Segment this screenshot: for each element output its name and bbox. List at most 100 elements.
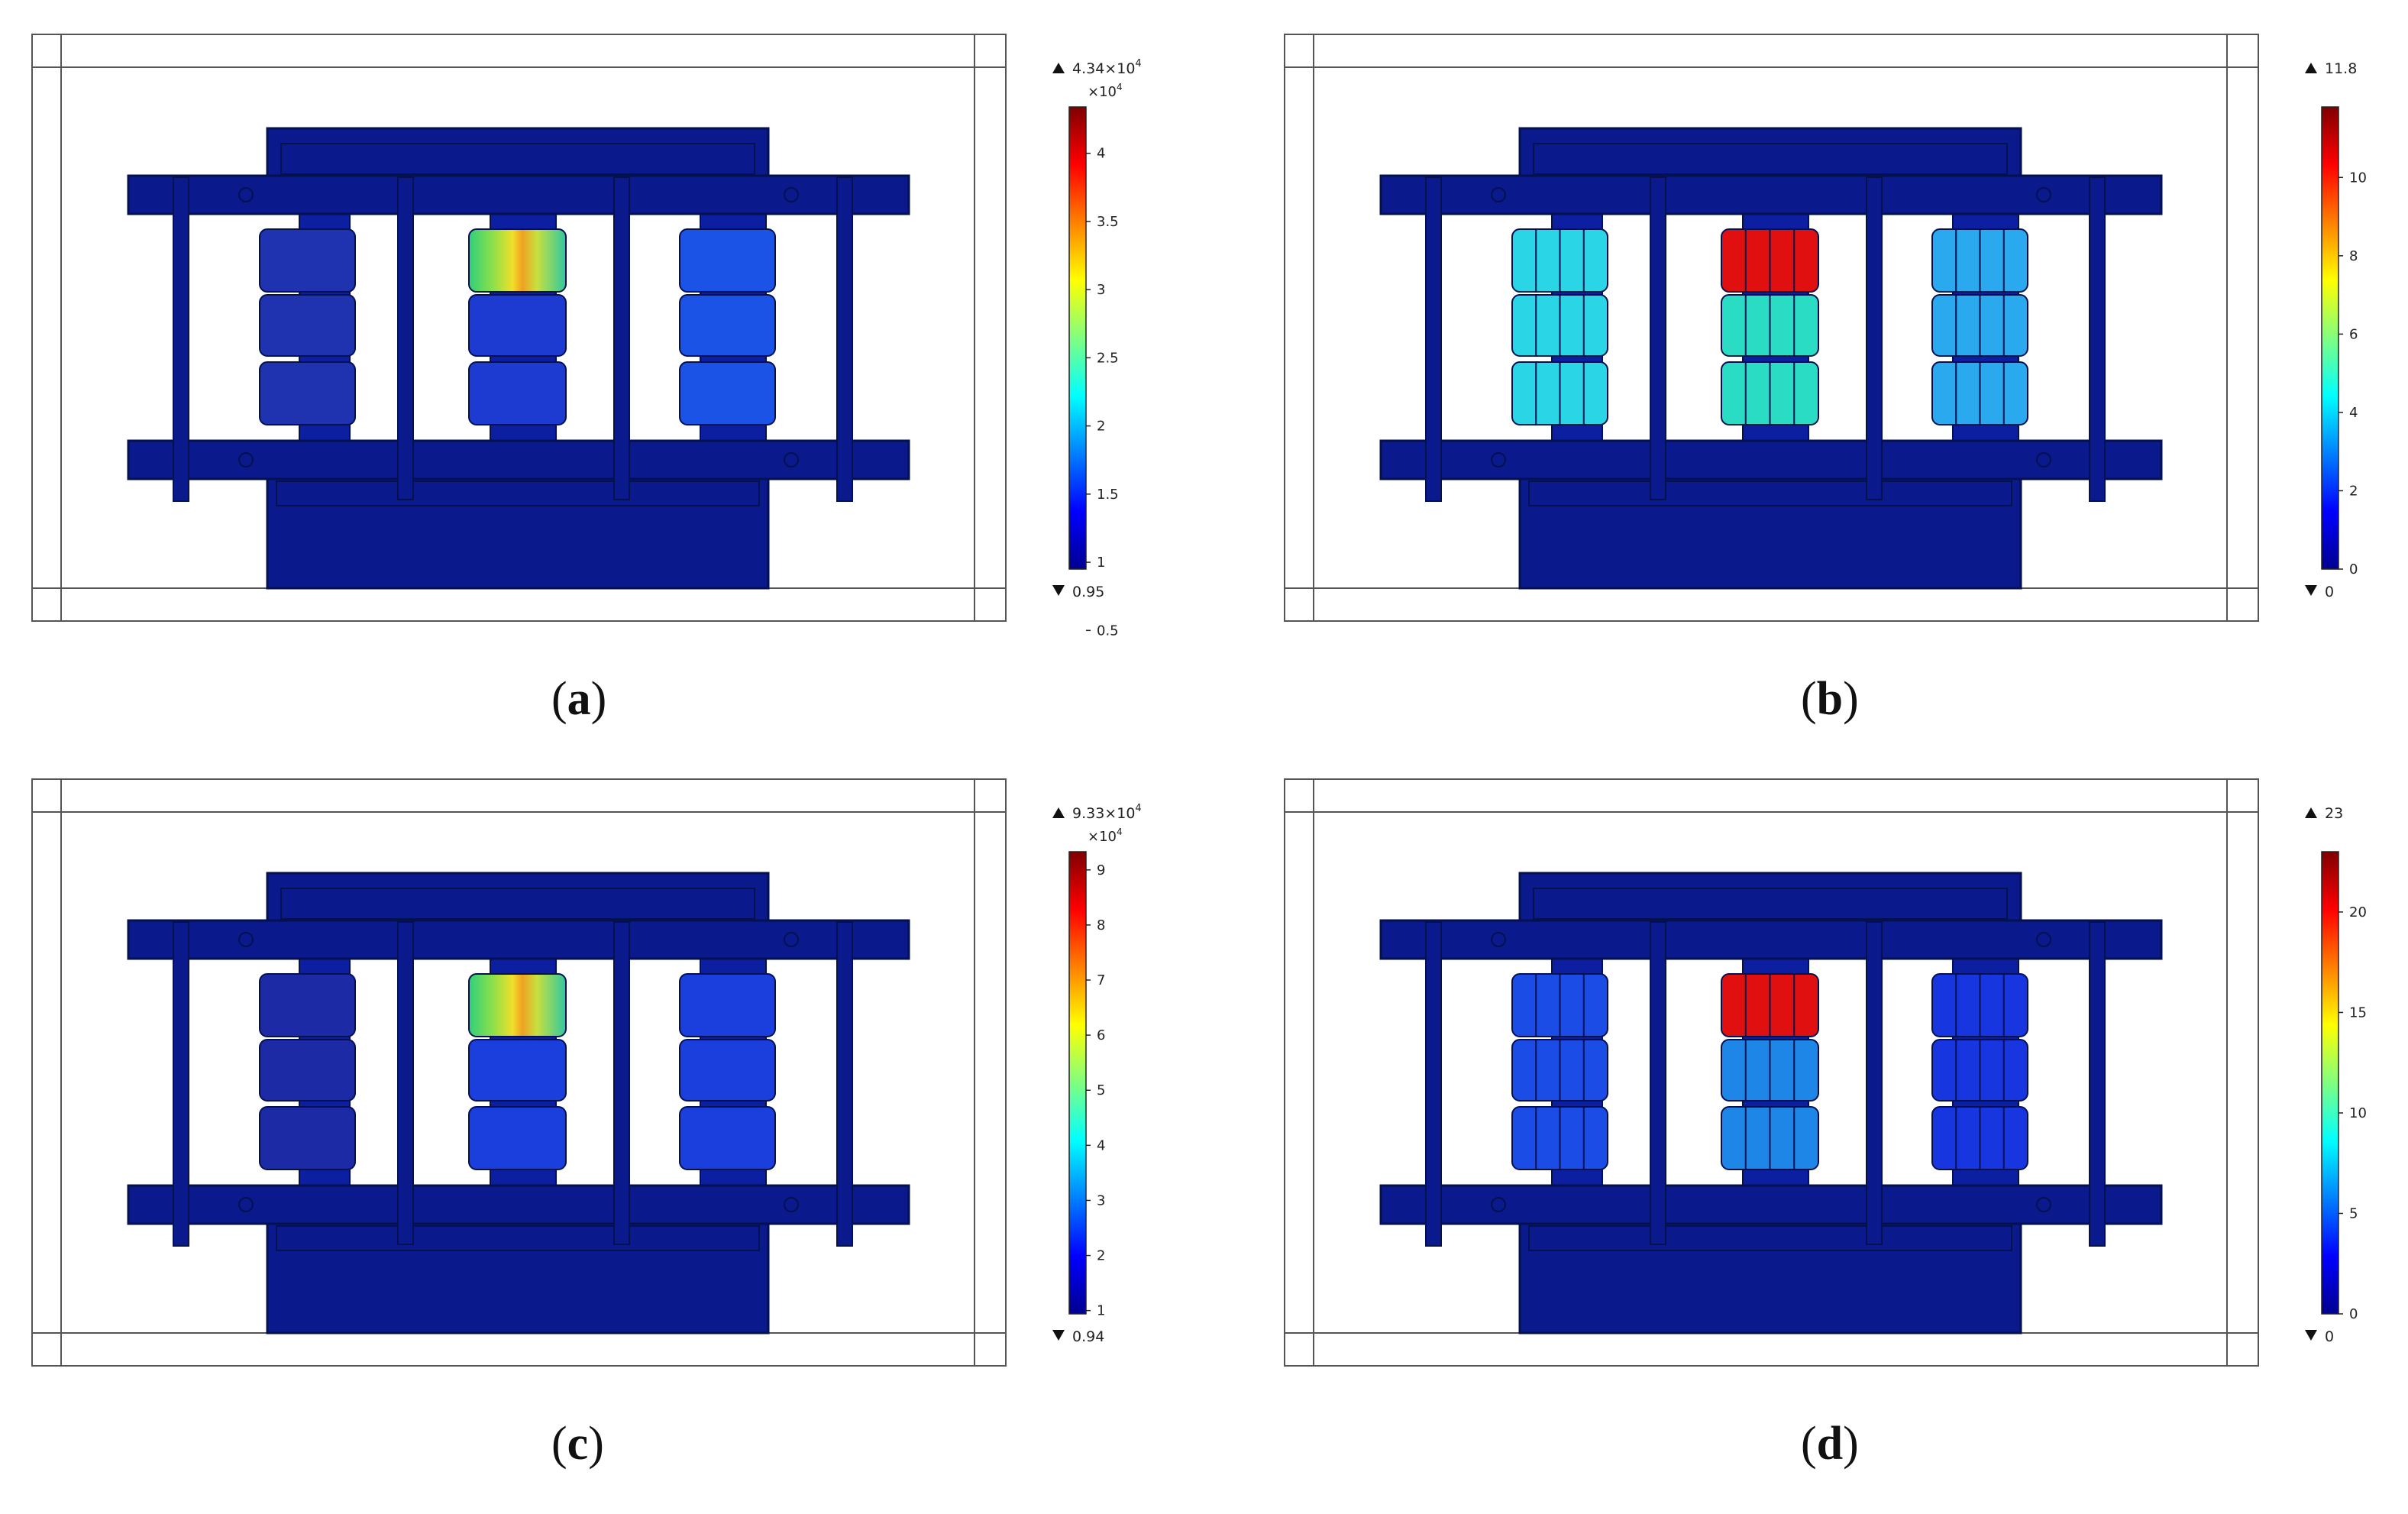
bolt-hole xyxy=(238,932,254,947)
bolt-hole xyxy=(238,1197,254,1212)
colorbar-tick-label: 20 xyxy=(2349,904,2367,920)
min-label: 0 xyxy=(2325,584,2334,600)
coil-disc xyxy=(468,294,567,357)
colorbar xyxy=(1068,851,1087,1315)
min-label: 0 xyxy=(2325,1328,2334,1345)
tie-rod xyxy=(397,921,414,1245)
min-marker-icon xyxy=(2305,1330,2317,1341)
bottom-core xyxy=(266,1221,770,1334)
bolt-hole xyxy=(784,187,799,202)
top-core-inner xyxy=(1533,888,2008,920)
colorbar-tick-label: 2 xyxy=(1097,1248,1105,1264)
bottom-core-inner xyxy=(1528,1225,2012,1251)
min-label: 0.95 xyxy=(1072,584,1104,600)
coil-disc xyxy=(259,361,356,425)
coil-disc xyxy=(259,228,356,293)
coil-disc xyxy=(259,294,356,357)
tie-rod xyxy=(2089,921,2106,1247)
top-core-inner xyxy=(280,888,755,920)
bolt-hole xyxy=(2036,187,2051,202)
multiplier-exponent: 4 xyxy=(1117,827,1123,837)
bolt-hole xyxy=(1491,187,1506,202)
top-core xyxy=(1518,872,2022,925)
max-label: 4.34×104 xyxy=(1072,58,1142,77)
min-marker-icon xyxy=(1052,585,1065,596)
colorbar-tick-label: 2.5 xyxy=(1097,350,1119,366)
max-label: 11.8 xyxy=(2325,60,2357,77)
outer-frame xyxy=(1284,778,2259,1367)
colorbar-tick-label: 4 xyxy=(1097,146,1105,162)
outer-frame xyxy=(1284,34,2259,622)
top-core-inner xyxy=(1533,143,2008,175)
colorbar-tick-label: 0.5 xyxy=(1097,623,1119,639)
min-marker-icon xyxy=(1052,1330,1065,1341)
bolt-hole xyxy=(1491,452,1506,467)
max-marker-icon xyxy=(1052,63,1065,73)
lower-clamp xyxy=(1379,439,2163,480)
coil-disc xyxy=(259,1106,356,1170)
colorbar-tick-label: 7 xyxy=(1097,972,1105,988)
caption-a: (a) xyxy=(551,673,607,725)
multiplier-exponent: 4 xyxy=(1117,82,1123,92)
coil-disc xyxy=(468,1039,567,1102)
bolt-hole xyxy=(238,452,254,467)
tie-rod xyxy=(1425,176,1442,502)
colorbar-tick-label: 4 xyxy=(1097,1137,1105,1153)
colorbar xyxy=(2321,851,2339,1315)
outer-frame xyxy=(31,34,1007,622)
colorbar-tick-label: 10 xyxy=(2349,1105,2367,1121)
tie-rod xyxy=(613,176,630,500)
coil-disc xyxy=(679,361,776,425)
upper-clamp xyxy=(1379,174,2163,215)
bolt-hole xyxy=(784,932,799,947)
coil-disc xyxy=(259,1039,356,1102)
bottom-core xyxy=(1518,476,2022,590)
coil-disc xyxy=(468,1106,567,1170)
colorbar-tick-label: 2 xyxy=(2349,483,2358,499)
coil-disc xyxy=(468,228,567,293)
tie-rod xyxy=(2089,176,2106,502)
coil-disc xyxy=(679,1106,776,1170)
colorbar-tick-label: 3.5 xyxy=(1097,214,1119,230)
tie-rod xyxy=(173,921,189,1247)
max-marker-icon xyxy=(2305,807,2317,818)
colorbar-tick-label: 6 xyxy=(1097,1027,1105,1043)
max-label-exponent: 4 xyxy=(1135,803,1141,814)
lower-clamp xyxy=(127,1184,910,1225)
upper-clamp xyxy=(127,919,910,960)
upper-clamp xyxy=(1379,919,2163,960)
colorbar-tick-label: 10 xyxy=(2349,170,2367,186)
bolt-hole xyxy=(2036,452,2051,467)
max-label: 9.33×104 xyxy=(1072,803,1142,822)
bottom-core xyxy=(1518,1221,2022,1334)
colorbar-tick-label: 8 xyxy=(2349,248,2358,264)
bottom-core xyxy=(266,476,770,590)
lower-clamp xyxy=(127,439,910,480)
bottom-core-inner xyxy=(1528,480,2012,506)
colorbar-tick-label: 2 xyxy=(1097,419,1105,435)
colorbar-tick-label: 0 xyxy=(2349,1306,2358,1322)
coil-disc xyxy=(468,361,567,425)
max-marker-icon xyxy=(2305,63,2317,73)
coil-disc xyxy=(679,973,776,1037)
bottom-core-inner xyxy=(276,480,760,506)
bottom-core-inner xyxy=(276,1225,760,1251)
outer-frame xyxy=(31,778,1007,1367)
tie-rod xyxy=(1866,176,1883,500)
top-core xyxy=(266,127,770,180)
tie-rod xyxy=(836,176,853,502)
max-label: 23 xyxy=(2325,805,2343,822)
multiplier-label: ×104 xyxy=(1088,82,1123,100)
tie-rod xyxy=(1425,921,1442,1247)
bolt-hole xyxy=(1491,932,1506,947)
colorbar-tick-label: 9 xyxy=(1097,862,1105,878)
caption-b: (b) xyxy=(1801,673,1859,725)
colorbar-tick-label: 6 xyxy=(2349,326,2358,342)
colorbar-tick-label: 0 xyxy=(2349,561,2358,577)
top-core xyxy=(1518,127,2022,180)
